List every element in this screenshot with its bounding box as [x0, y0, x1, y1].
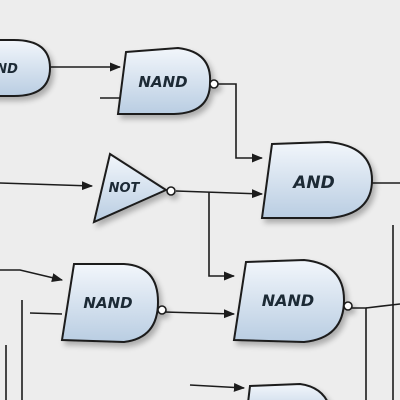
gate-nand-top: NAND — [116, 46, 219, 115]
wire-not-to-and — [175, 189, 264, 199]
wire-input-to-nand-bottom-left-a — [0, 269, 64, 283]
gate-nand-bottom-left-label: NAND — [83, 294, 132, 312]
wire-bottom-input — [189, 382, 246, 392]
gate-nand-bottom-right-label: NAND — [262, 291, 314, 310]
wire-nand-top-to-and — [218, 83, 264, 163]
gate-and: AND — [260, 140, 374, 219]
wire-nand-bottom-left-to-nand-bottom-right — [163, 309, 236, 319]
gate-not-label: NOT — [109, 181, 141, 196]
gate-nand-bottom-left-bubble — [157, 305, 167, 315]
gate-nand-top-label: NAND — [138, 73, 187, 91]
wire-not-to-nand-bottom-right — [208, 192, 236, 281]
wire-input-to-not — [0, 181, 94, 191]
gate-and-label: AND — [291, 173, 335, 193]
gate-nand-bottom-right: NAND — [232, 258, 353, 344]
gate-partial-left: AND — [0, 39, 52, 97]
wires — [0, 62, 400, 400]
gate-nand-bottom-left: NAND — [60, 263, 167, 344]
gate-nand-top-bubble — [209, 79, 219, 89]
gate-partial-left-label: AND — [0, 62, 18, 77]
wire-right-branch — [365, 303, 400, 309]
gate-not-bubble — [166, 186, 176, 196]
gate-not: NOT — [92, 152, 176, 224]
gate-nand-bottom-right-bubble — [343, 301, 353, 311]
wire-nand-bottom-right-output — [352, 307, 367, 400]
wire-input-to-nand-bottom-left-b — [29, 312, 63, 315]
gate-partial-bottom — [247, 382, 328, 400]
